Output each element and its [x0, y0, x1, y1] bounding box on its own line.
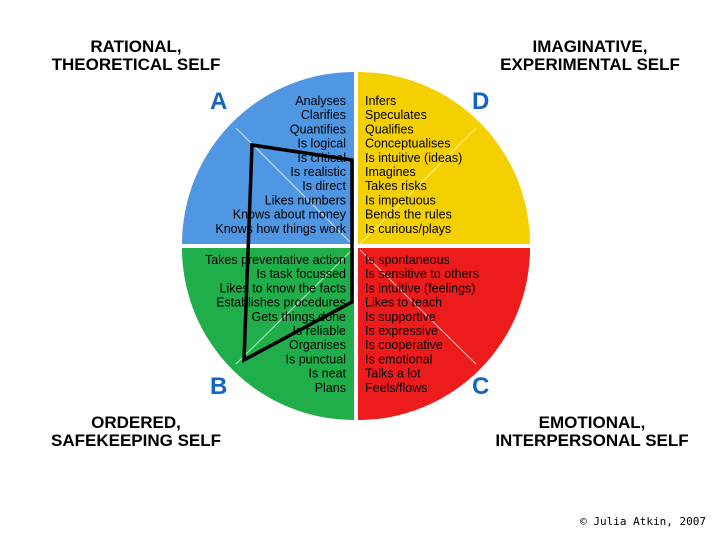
title-emotional-interpersonal: EMOTIONAL, INTERPERSONAL SELF — [495, 413, 689, 450]
quadrant-a — [182, 72, 354, 244]
trait-label: Likes to know the facts — [220, 281, 346, 295]
trait-label: Is expressive — [365, 324, 438, 338]
quadrant-b — [182, 248, 354, 420]
trait-label: Is cooperative — [365, 338, 443, 352]
trait-label: Organises — [289, 338, 346, 352]
trait-label: Likes numbers — [265, 193, 346, 207]
quadrant-letter-d: D — [472, 88, 490, 115]
trait-label: Speculates — [365, 108, 427, 122]
trait-label: Imagines — [365, 165, 416, 179]
trait-label: Talks a lot — [365, 367, 421, 381]
title-imaginative-experimental: IMAGINATIVE, EXPERIMENTAL SELF — [500, 37, 680, 74]
trait-label: Is curious/plays — [365, 222, 451, 236]
trait-label: Is supportive — [365, 310, 436, 324]
trait-label: Takes preventative action — [205, 253, 346, 267]
quadrant-letter-b: B — [210, 373, 228, 400]
trait-label: Quantifies — [290, 122, 346, 136]
quadrant-c — [358, 248, 530, 420]
trait-label: Is punctual — [286, 352, 346, 366]
trait-label: Is impetuous — [365, 193, 436, 207]
trait-label: Infers — [365, 94, 396, 108]
quadrant-letter-c: C — [472, 373, 490, 400]
trait-label: Knows about money — [233, 208, 347, 222]
copyright-notice: © Julia Atkin, 2007 — [580, 515, 706, 528]
trait-label: Is direct — [302, 179, 346, 193]
title-rational-theoretical: RATIONAL, THEORETICAL SELF — [51, 37, 221, 74]
quadrant-d-traits: InfersSpeculatesQualifiesConceptualisesI… — [365, 94, 462, 236]
trait-label: Bends the rules — [365, 208, 452, 222]
trait-label: Is spontaneous — [365, 253, 450, 267]
trait-label: Establishes procedures — [216, 296, 346, 310]
title-ordered-safekeeping: ORDERED, SAFEKEEPING SELF — [50, 413, 222, 450]
diagonal-guides — [235, 127, 477, 365]
trait-label: Is realistic — [290, 165, 346, 179]
trait-label: Gets things done — [251, 310, 346, 324]
trait-label: Analyses — [295, 94, 346, 108]
trait-label: Is emotional — [365, 352, 432, 366]
trait-label: Is neat — [308, 367, 346, 381]
trait-label: Qualifies — [365, 122, 414, 136]
profile-outline — [242, 142, 354, 363]
trait-label: Is sensitive to others — [365, 267, 479, 281]
trait-label: Plans — [315, 381, 346, 395]
trait-label: Knows how things work — [215, 222, 346, 236]
quadrant-d — [358, 72, 530, 244]
trait-label: Likes to teach — [365, 296, 442, 310]
trait-label: Takes risks — [365, 179, 427, 193]
trait-label: Is intuitive (ideas) — [365, 151, 462, 165]
trait-label: Feels/flows — [365, 381, 428, 395]
trait-label: Conceptualises — [365, 137, 450, 151]
trait-label: Is intuitive (feelings) — [365, 281, 475, 295]
quadrant-letter-a: A — [210, 88, 228, 115]
trait-label: Is task focussed — [256, 267, 346, 281]
trait-label: Clarifies — [301, 108, 346, 122]
trait-label: Is logical — [297, 137, 346, 151]
